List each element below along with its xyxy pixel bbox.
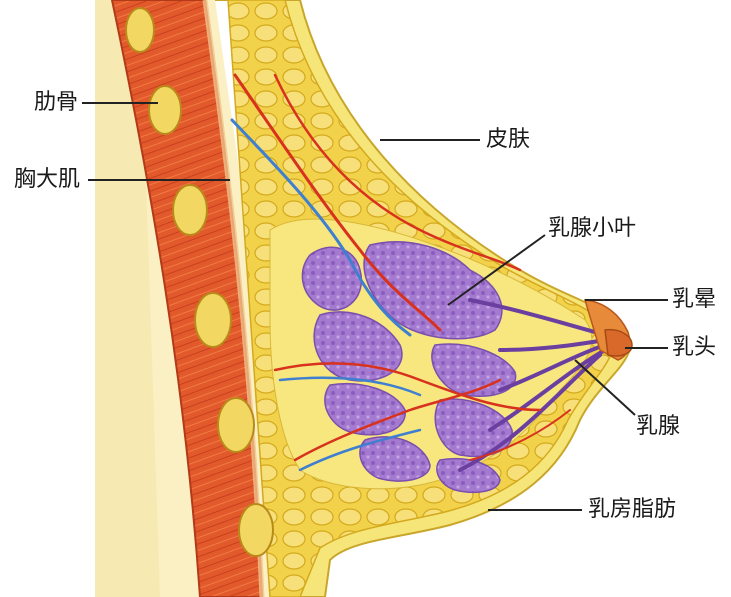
label-pectoralis-major: 胸大肌 (14, 167, 80, 193)
label-breast-fat: 乳房脂肪 (588, 497, 676, 523)
rib (173, 185, 207, 235)
label-nipple: 乳头 (672, 335, 716, 361)
rib (195, 293, 231, 347)
label-areola: 乳晕 (672, 287, 716, 313)
rib (239, 504, 273, 556)
label-skin: 皮肤 (486, 127, 530, 153)
label-mammary-gland: 乳腺 (636, 414, 680, 440)
rib (126, 8, 154, 52)
label-mammary-lobule: 乳腺小叶 (548, 216, 636, 242)
rib (218, 398, 254, 452)
rib (149, 86, 181, 134)
label-rib: 肋骨 (34, 90, 78, 116)
